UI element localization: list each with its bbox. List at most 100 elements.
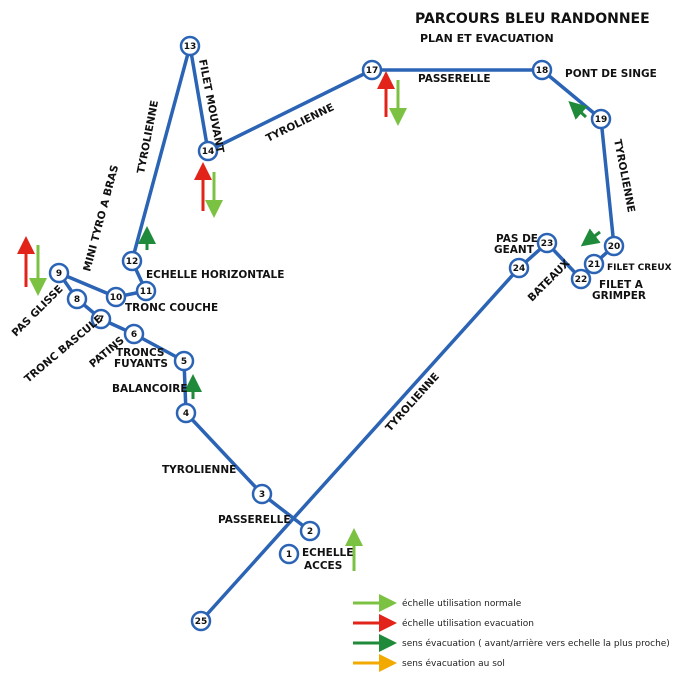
node-number: 23 — [541, 239, 554, 249]
label-filet-creux: FILET CREUX — [607, 263, 672, 273]
node-number: 19 — [595, 115, 608, 125]
node-circle — [121, 250, 143, 272]
label-tyrolienne-19-20: TYROLIENNE — [611, 138, 637, 213]
node-circle — [536, 232, 558, 254]
legend-text: sens évacuation ( avant/arrière vers ech… — [402, 638, 670, 649]
map-title: PARCOURS BLEU RANDONNEE — [415, 11, 650, 27]
label-filet-a-grimper: FILET A GRIMPER — [592, 279, 647, 302]
node-circle — [278, 543, 300, 565]
route-node-14: 14 — [197, 140, 219, 162]
label-mini-tyro-a-bras: MINI TYRO A BRAS — [81, 164, 121, 273]
node-number: 7 — [98, 315, 104, 325]
route-segment-3-4 — [184, 411, 264, 496]
node-number: 24 — [513, 264, 526, 274]
node-circle — [190, 610, 212, 632]
label-echelle-horizontale: ECHELLE HORIZONTALE — [146, 269, 284, 281]
node-circle — [66, 288, 88, 310]
node-number: 14 — [202, 147, 215, 157]
label-echelle-acces: ECHELLE ACCES — [302, 547, 357, 572]
evacuation-direction-arrow — [580, 228, 601, 247]
route-node-22: 22 — [570, 268, 592, 290]
route-node-12: 12 — [121, 250, 143, 272]
label-pont-de-singe: PONT DE SINGE — [565, 68, 657, 80]
node-circle — [299, 520, 321, 542]
route-node-6: 6 — [123, 323, 145, 345]
route-node-21: 21 — [583, 253, 605, 275]
route-segment-18-19 — [540, 68, 603, 121]
label-passerelle-low: PASSERELLE — [218, 514, 291, 526]
label-troncs-fuyants: TRONCS FUYANTS — [114, 347, 168, 370]
node-circle — [590, 108, 612, 130]
node-number: 5 — [181, 357, 187, 367]
node-circle — [123, 323, 145, 345]
route-node-9: 9 — [48, 262, 70, 284]
node-number: 10 — [110, 293, 123, 303]
route-node-11: 11 — [135, 280, 157, 302]
label-tyrolienne-3-4: TYROLIENNE — [162, 464, 236, 476]
route-node-4: 4 — [175, 402, 197, 424]
node-number: 18 — [536, 66, 549, 76]
node-number: 17 — [366, 66, 379, 76]
route-node-25: 25 — [190, 610, 212, 632]
node-number: 25 — [195, 617, 208, 627]
node-circle — [48, 262, 70, 284]
label-pas-glisse: PAS GLISSE — [10, 283, 66, 339]
node-circle — [179, 35, 201, 57]
node-circle — [197, 140, 219, 162]
route-node-3: 3 — [251, 483, 273, 505]
node-number: 8 — [74, 295, 80, 305]
route-node-1: 1 — [278, 543, 300, 565]
route-node-20: 20 — [603, 235, 625, 257]
route-segment-13-14 — [188, 44, 210, 153]
label-bateaux: BATEAUX — [526, 257, 573, 304]
route-node-24: 24 — [508, 257, 530, 279]
legend-text: échelle utilisation normale — [402, 598, 522, 609]
route-node-5: 5 — [173, 350, 195, 372]
label-balancoire: BALANCOIRE — [112, 383, 188, 395]
node-circle — [603, 235, 625, 257]
node-number: 3 — [259, 490, 265, 500]
legend-text: échelle utilisation evacuation — [402, 618, 534, 629]
route-segment-12-13 — [130, 44, 192, 263]
node-circle — [175, 402, 197, 424]
route-node-23: 23 — [536, 232, 558, 254]
legend: échelle utilisation normale échelle utili… — [353, 594, 670, 672]
node-circle — [135, 280, 157, 302]
label-tyrolienne-14-17: TYROLIENNE — [264, 101, 336, 144]
node-number: 4 — [183, 409, 189, 419]
node-circle — [531, 59, 553, 81]
route-node-8: 8 — [66, 288, 88, 310]
node-number: 20 — [608, 242, 621, 252]
route-node-13: 13 — [179, 35, 201, 57]
node-number: 13 — [184, 42, 197, 52]
node-number: 12 — [126, 257, 139, 267]
node-circle — [570, 268, 592, 290]
label-passerelle-top: PASSERELLE — [418, 73, 491, 85]
label-pas-de-geant: PAS DE GEANT — [494, 233, 542, 256]
label-tyrolienne-long: TYROLIENNE — [383, 371, 442, 434]
label-tronc-bascule: TRONC BASCULE — [22, 313, 105, 385]
node-number: 9 — [56, 269, 62, 279]
node-number: 21 — [588, 260, 601, 270]
route-node-7: 7 — [90, 308, 112, 330]
node-circle — [251, 483, 273, 505]
label-tronc-couche: TRONC COUCHE — [125, 302, 218, 314]
node-circle — [90, 308, 112, 330]
route-segment-9-10 — [57, 271, 118, 299]
node-circle — [361, 59, 383, 81]
node-number: 1 — [286, 550, 292, 560]
node-number: 11 — [140, 287, 153, 297]
route-node-17: 17 — [361, 59, 383, 81]
legend-text: sens évacuation au sol — [402, 658, 505, 669]
route-node-10: 10 — [105, 286, 127, 308]
node-circle — [508, 257, 530, 279]
node-number: 6 — [131, 330, 137, 340]
evacuation-direction-arrow — [568, 100, 588, 120]
route-segment-25-24 — [199, 266, 521, 623]
node-circle — [105, 286, 127, 308]
node-circle — [173, 350, 195, 372]
route-segment-19-20 — [599, 117, 616, 248]
node-circle — [583, 253, 605, 275]
